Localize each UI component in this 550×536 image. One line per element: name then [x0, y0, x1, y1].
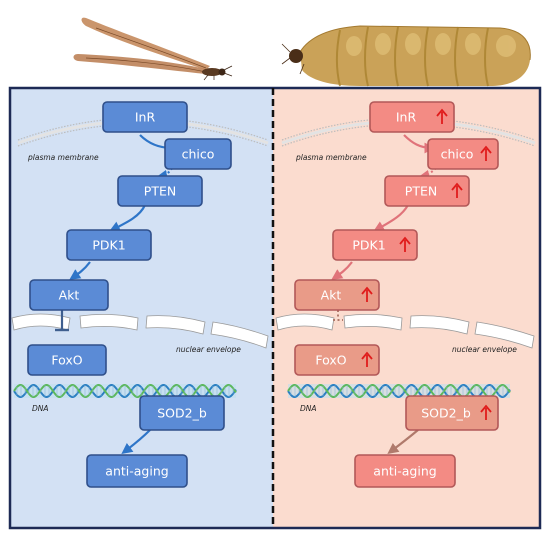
arrow-up-icon — [361, 351, 373, 367]
left-node-akt-box — [29, 279, 109, 311]
left-node-inr-box — [102, 101, 188, 133]
dna-helix-right — [287, 384, 511, 398]
right-node-akt-box — [294, 279, 380, 311]
left-node-pten-label: PTEN — [144, 184, 176, 199]
right-node-sod2b: SOD2_b — [405, 395, 499, 431]
arrow-up-icon — [399, 236, 411, 252]
left-node-antiaging-box — [86, 454, 188, 488]
right-node-foxo-box — [294, 344, 380, 376]
arrow-up-icon — [436, 108, 448, 124]
right-node-foxo-label: FoxO — [315, 353, 346, 368]
nuclear-envelope-left — [11, 313, 269, 349]
arrow-up-icon — [361, 286, 373, 302]
right-node-pten-box — [384, 175, 470, 207]
right-node-pdk1-label: PDK1 — [352, 238, 385, 253]
nuclear-envelope-label-right: nuclear envelope — [452, 345, 517, 354]
left-node-pten-box — [117, 175, 203, 207]
left-node-antiaging: anti-aging — [86, 454, 188, 488]
right-node-inr-box — [369, 101, 455, 133]
right-node-antiaging-box — [354, 454, 456, 488]
right-node-pten: PTEN — [384, 175, 470, 207]
arrow-up-icon — [451, 182, 463, 198]
right-node-akt: Akt — [294, 279, 380, 311]
right-node-pdk1: PDK1 — [332, 229, 418, 261]
right-node-pten-label: PTEN — [405, 184, 437, 199]
diagram-frame — [8, 86, 542, 530]
right-node-inr: InR — [369, 101, 455, 133]
right-node-chico: chico — [427, 138, 499, 170]
right-node-foxo: FoxO — [294, 344, 380, 376]
nuclear-envelope-label-left: nuclear envelope — [176, 345, 241, 354]
right-node-chico-label: chico — [441, 147, 474, 162]
right-node-antiaging: anti-aging — [354, 454, 456, 488]
left-node-antiaging-label: anti-aging — [105, 464, 168, 479]
left-node-chico: chico — [164, 138, 232, 170]
left-node-inr: InR — [102, 101, 188, 133]
left-node-sod2b: SOD2_b — [139, 395, 225, 431]
left-node-pdk1-label: PDK1 — [92, 238, 125, 253]
left-node-chico-box — [164, 138, 232, 170]
dna-label-left: DNA — [32, 404, 49, 413]
left-node-pdk1-box — [66, 229, 152, 261]
left-node-chico-label: chico — [182, 147, 215, 162]
left-node-sod2b-label: SOD2_b — [157, 406, 207, 421]
queen-termite-abdomen-icon — [281, 25, 531, 87]
plasma-membrane-label-left: plasma membrane — [27, 153, 99, 162]
dna-helix-left — [13, 384, 237, 398]
left-node-inr-label: InR — [135, 110, 156, 125]
right-node-sod2b-label: SOD2_b — [421, 406, 471, 421]
left-node-sod2b-box — [139, 395, 225, 431]
right-node-antiaging-label: anti-aging — [373, 464, 436, 479]
left-node-foxo: FoxO — [27, 344, 107, 376]
winged-termite-icon — [73, 17, 233, 81]
left-node-akt: Akt — [29, 279, 109, 311]
left-node-foxo-label: FoxO — [51, 353, 82, 368]
right-node-akt-label: Akt — [321, 288, 342, 303]
dna-label-right: DNA — [300, 404, 317, 413]
left-node-akt-label: Akt — [59, 288, 80, 303]
plasma-membrane-label-right: plasma membrane — [295, 153, 367, 162]
right-node-chico-box — [427, 138, 499, 170]
left-node-pdk1: PDK1 — [66, 229, 152, 261]
right-node-sod2b-box — [405, 395, 499, 431]
right-node-pdk1-box — [332, 229, 418, 261]
right-node-inr-label: InR — [396, 110, 417, 125]
left-node-foxo-box — [27, 344, 107, 376]
nuclear-envelope-right — [275, 313, 535, 349]
arrow-up-icon — [480, 145, 492, 161]
left-node-pten: PTEN — [117, 175, 203, 207]
arrow-up-icon — [480, 404, 492, 420]
